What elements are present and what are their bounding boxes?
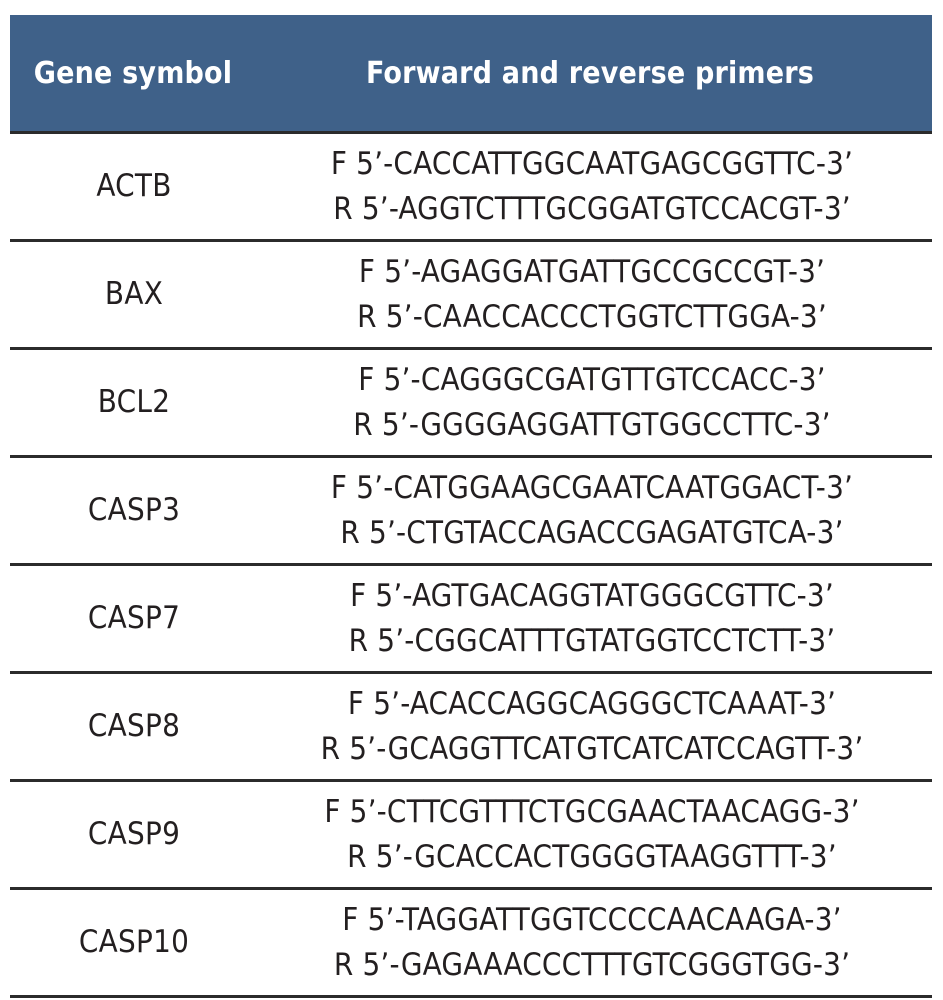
gene-symbol-cell: CASP10 — [78, 924, 190, 961]
forward-primer-line: F 5’-TAGGATTGGTCCCCAACAAGA-3’ — [342, 902, 842, 939]
gene-symbol-cell: CASP9 — [87, 816, 181, 853]
forward-primer-line: F 5’-CTTCGTTTCTGCGAACTAACAGG-3’ — [324, 794, 860, 831]
reverse-primer-line: R 5’-GCAGGTTCATGTCATCATCCAGTT-3’ — [320, 730, 864, 767]
table-row: BCL2 F 5’-CAGGGCGATGTTGTCCACC-3’ R 5’-GGGG… — [10, 348, 932, 457]
table-body: ACTB F 5’-CACCATTGGCAATGAGCGGTTC-3’ R 5’-A… — [10, 132, 932, 997]
reverse-primer-line: R 5’-AGGTCTTTGCGGATGTCCACGT-3’ — [333, 190, 851, 227]
forward-primer-line: F 5’-AGTGACAGGTATGGGCGTTC-3’ — [350, 578, 834, 615]
forward-primer-line: F 5’-CAGGGCGATGTTGTCCACC-3’ — [358, 362, 826, 399]
reverse-primer-line: R 5’-GCACCACTGGGGTAAGGTTT-3’ — [347, 838, 837, 875]
reverse-primer-line: R 5’-CAACCACCCTGGTCTTGGA-3’ — [357, 298, 827, 335]
table-row: CASP9 F 5’-CTTCGTTTCTGCGAACTAACAGG-3’ R 5’… — [10, 780, 932, 889]
gene-symbol-cell: CASP8 — [87, 708, 181, 745]
table-header: Gene symbol Forward and reverse primers — [10, 15, 932, 133]
primer-sequences-cell: F 5’-CAGGGCGATGTTGTCCACC-3’ R 5’-GGGGAGGA… — [258, 349, 932, 457]
primer-table: Gene symbol Forward and reverse primers … — [10, 15, 932, 998]
primer-sequences-cell: F 5’-AGTGACAGGTATGGGCGTTC-3’ R 5’-CGGCATT… — [258, 565, 932, 673]
table-row: CASP3 F 5’-CATGGAAGCGAATCAATGGACT-3’ R 5’-… — [10, 456, 932, 565]
header-row: Gene symbol Forward and reverse primers — [10, 15, 932, 133]
forward-primer-line: F 5’-CACCATTGGCAATGAGCGGTTC-3’ — [330, 146, 854, 183]
forward-primer-line: F 5’-AGAGGATGATTGCCGCCGT-3’ — [358, 254, 826, 291]
reverse-primer-line: R 5’-GGGGAGGATTGTGGCCTTC-3’ — [353, 406, 831, 443]
table-row: CASP7 F 5’-AGTGACAGGTATGGGCGTTC-3’ R 5’-CG… — [10, 564, 932, 673]
reverse-primer-line: R 5’-CGGCATTTGTATGGTCCTCTT-3’ — [348, 622, 836, 659]
column-header-primers: Forward and reverse primers — [258, 15, 932, 133]
reverse-primer-line: R 5’-CTGTACCAGACCGAGATGTCA-3’ — [340, 514, 844, 551]
column-header-gene-symbol: Gene symbol — [10, 15, 258, 133]
primer-sequences-cell: F 5’-AGAGGATGATTGCCGCCGT-3’ R 5’-CAACCACC… — [258, 241, 932, 349]
primer-sequences-cell: F 5’-CACCATTGGCAATGAGCGGTTC-3’ R 5’-AGGTC… — [258, 133, 932, 241]
primer-sequences-cell: F 5’-TAGGATTGGTCCCCAACAAGA-3’ R 5’-GAGAAA… — [258, 889, 932, 997]
forward-primer-line: F 5’-CATGGAAGCGAATCAATGGACT-3’ — [330, 470, 854, 507]
primer-sequences-cell: F 5’-CTTCGTTTCTGCGAACTAACAGG-3’ R 5’-GCAC… — [258, 781, 932, 889]
primer-sequences-cell: F 5’-ACACCAGGCAGGGCTCAAAT-3’ R 5’-GCAGGTT… — [258, 673, 932, 781]
table-row: CASP8 F 5’-ACACCAGGCAGGGCTCAAAT-3’ R 5’-GC… — [10, 672, 932, 781]
table-row: BAX F 5’-AGAGGATGATTGCCGCCGT-3’ R 5’-CAACC… — [10, 240, 932, 349]
gene-symbol-cell: ACTB — [96, 168, 172, 205]
primer-sequences-cell: F 5’-CATGGAAGCGAATCAATGGACT-3’ R 5’-CTGTA… — [258, 457, 932, 565]
gene-symbol-cell: CASP7 — [87, 600, 181, 637]
gene-symbol-cell: BAX — [104, 276, 164, 313]
forward-primer-line: F 5’-ACACCAGGCAGGGCTCAAAT-3’ — [347, 686, 837, 723]
table-row: CASP10 F 5’-TAGGATTGGTCCCCAACAAGA-3’ R 5’-… — [10, 888, 932, 997]
gene-symbol-cell: BCL2 — [97, 384, 171, 421]
reverse-primer-line: R 5’-GAGAAACCCTTTGTCGGGTGG-3’ — [333, 946, 851, 983]
primer-table-container: Gene symbol Forward and reverse primers … — [10, 15, 932, 998]
table-row: ACTB F 5’-CACCATTGGCAATGAGCGGTTC-3’ R 5’-A… — [10, 132, 932, 241]
gene-symbol-cell: CASP3 — [87, 492, 181, 529]
